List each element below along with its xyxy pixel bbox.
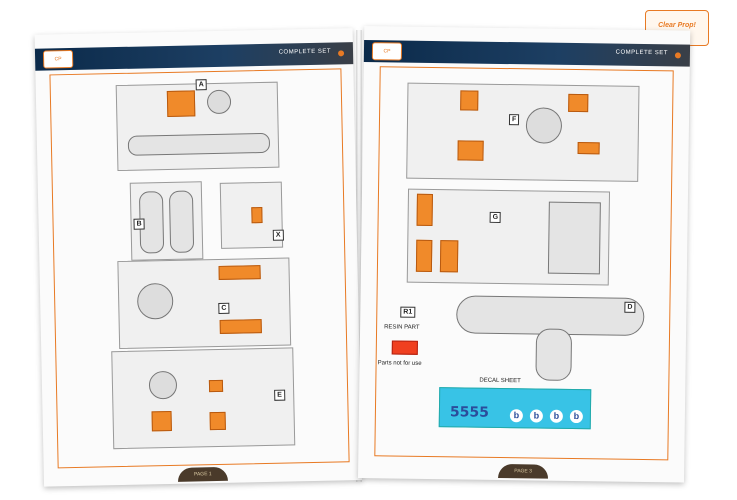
- sprue-f-highlight: [577, 142, 600, 155]
- sprue-c-highlight: [218, 265, 261, 280]
- sprue-f-highlight: [460, 90, 479, 111]
- engine-part: [525, 107, 563, 144]
- page-footer: PAGE 3: [498, 463, 549, 479]
- sprue-label-c: C: [218, 302, 230, 314]
- sprue-e: [111, 347, 296, 450]
- sprue-x-highlight: [251, 207, 263, 224]
- fuselage-part: [547, 201, 601, 275]
- page-header: CP COMPLETE SET: [363, 40, 691, 67]
- sprue-label-g: G: [489, 211, 502, 223]
- decal-roundel: b: [509, 409, 523, 423]
- not-for-use-text: Parts not for use: [377, 360, 422, 367]
- header-dot-icon: [337, 50, 345, 57]
- decal-roundel: b: [529, 409, 543, 423]
- header-dot-icon: [674, 52, 681, 59]
- page-header-title: COMPLETE SET: [278, 48, 332, 56]
- decal-number: 5555: [449, 404, 490, 421]
- right-page: CP COMPLETE SET F G D R1 RESIN PART Part…: [358, 26, 691, 483]
- not-for-use-swatch: [391, 340, 418, 355]
- cowling-part: [136, 282, 174, 320]
- sprue-g: [406, 188, 611, 286]
- page-number: PAGE 1: [193, 471, 212, 478]
- sprue-f-highlight: [568, 93, 589, 113]
- resin-label: R1: [400, 306, 416, 318]
- sprue-a-highlight: [166, 90, 196, 117]
- engine-part: [206, 89, 232, 115]
- brand-logo-small: CP: [42, 49, 74, 69]
- sprue-label-f: F: [508, 114, 520, 126]
- sprue-label-a: A: [195, 79, 207, 91]
- sprue-f: [406, 82, 640, 182]
- sprue-label-x: X: [272, 229, 284, 241]
- decal-roundel: b: [549, 409, 563, 423]
- page-footer: PAGE 1: [177, 466, 228, 482]
- wing-part: [168, 190, 195, 253]
- sprue-f-highlight: [457, 140, 484, 161]
- resin-part-text: RESIN PART: [384, 324, 420, 331]
- fuselage-part: [127, 132, 271, 156]
- sprue-label-d: D: [624, 301, 636, 313]
- page-header: CP COMPLETE SET: [34, 42, 354, 71]
- engine-part: [148, 370, 178, 400]
- sprue-label-e: E: [274, 389, 285, 401]
- book-spine: [356, 30, 362, 482]
- left-page: CP COMPLETE SET A B X C E PAGE 1: [34, 28, 363, 487]
- decal-roundel: b: [569, 409, 583, 424]
- sprue-g-highlight: [415, 239, 433, 273]
- sprue-c-highlight: [219, 319, 262, 334]
- sprue-c: [117, 257, 292, 350]
- sprue-g-highlight: [439, 240, 459, 273]
- sprue-g-highlight: [416, 193, 433, 227]
- sprue-label-b: B: [133, 218, 145, 230]
- decal-sheet-title: DECAL SHEET: [479, 377, 521, 385]
- brand-logo-small: CP: [371, 42, 403, 61]
- sprue-e-highlight: [208, 379, 224, 393]
- fuselage-part: [535, 328, 573, 381]
- sprue-e-highlight: [209, 411, 226, 431]
- decal-sheet: 5555 b b b b: [438, 387, 592, 430]
- page-number: PAGE 3: [514, 468, 532, 475]
- page-header-title: COMPLETE SET: [615, 49, 669, 57]
- sprue-e-highlight: [151, 410, 172, 432]
- sprue-a: [115, 81, 280, 172]
